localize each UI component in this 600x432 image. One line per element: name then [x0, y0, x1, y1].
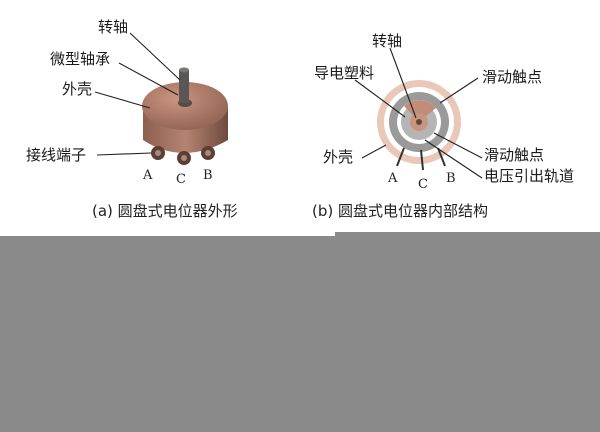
gray-panel [0, 232, 600, 432]
terminal-c-hole [181, 155, 187, 161]
label-bearing: 微型轴承 [50, 50, 110, 68]
label-terminals: 接线端子 [26, 146, 86, 164]
label-housing-right: 外壳 [323, 148, 353, 166]
pin-b-left: B [203, 168, 213, 183]
potentiometer-interior [377, 80, 461, 171]
pin-c-right: C [418, 177, 428, 192]
rotor-wiper [404, 100, 436, 122]
pin-a-left: A [142, 168, 153, 183]
right-leader-lines [354, 47, 483, 179]
pin-a-wire [396, 147, 405, 167]
panel-divider [0, 232, 335, 236]
label-sliding-contact-top: 滑动触点 [482, 68, 542, 86]
label-housing-left: 外壳 [62, 80, 92, 98]
caption-right: (b) 圆盘式电位器内部结构 [312, 202, 488, 220]
label-voltage-track: 电压引出轨道 [484, 167, 574, 185]
label-shaft-left: 转轴 [98, 18, 128, 36]
shaft [179, 70, 189, 103]
pin-a-right: A [387, 171, 398, 186]
left-leader-lines [94, 32, 181, 156]
pin-c-wire [420, 149, 424, 171]
shaft-center [416, 119, 422, 125]
pin-b-right: B [446, 171, 456, 186]
pin-c-left: C [176, 172, 186, 187]
label-shaft-right: 转轴 [372, 32, 402, 50]
label-sliding-contact-bottom: 滑动触点 [484, 146, 544, 164]
diagram-canvas: 转轴 微型轴承 外壳 接线端子 A C B (a) 圆盘式电位器外形 [26, 18, 574, 220]
caption-left: (a) 圆盘式电位器外形 [92, 202, 238, 220]
terminal-a-hole [155, 150, 161, 156]
label-conductive-plastic: 导电塑料 [314, 64, 374, 82]
terminal-b-hole [205, 150, 211, 156]
pin-b-wire [437, 147, 446, 167]
potentiometer-exterior [142, 67, 228, 165]
shaft-tip [179, 67, 189, 73]
